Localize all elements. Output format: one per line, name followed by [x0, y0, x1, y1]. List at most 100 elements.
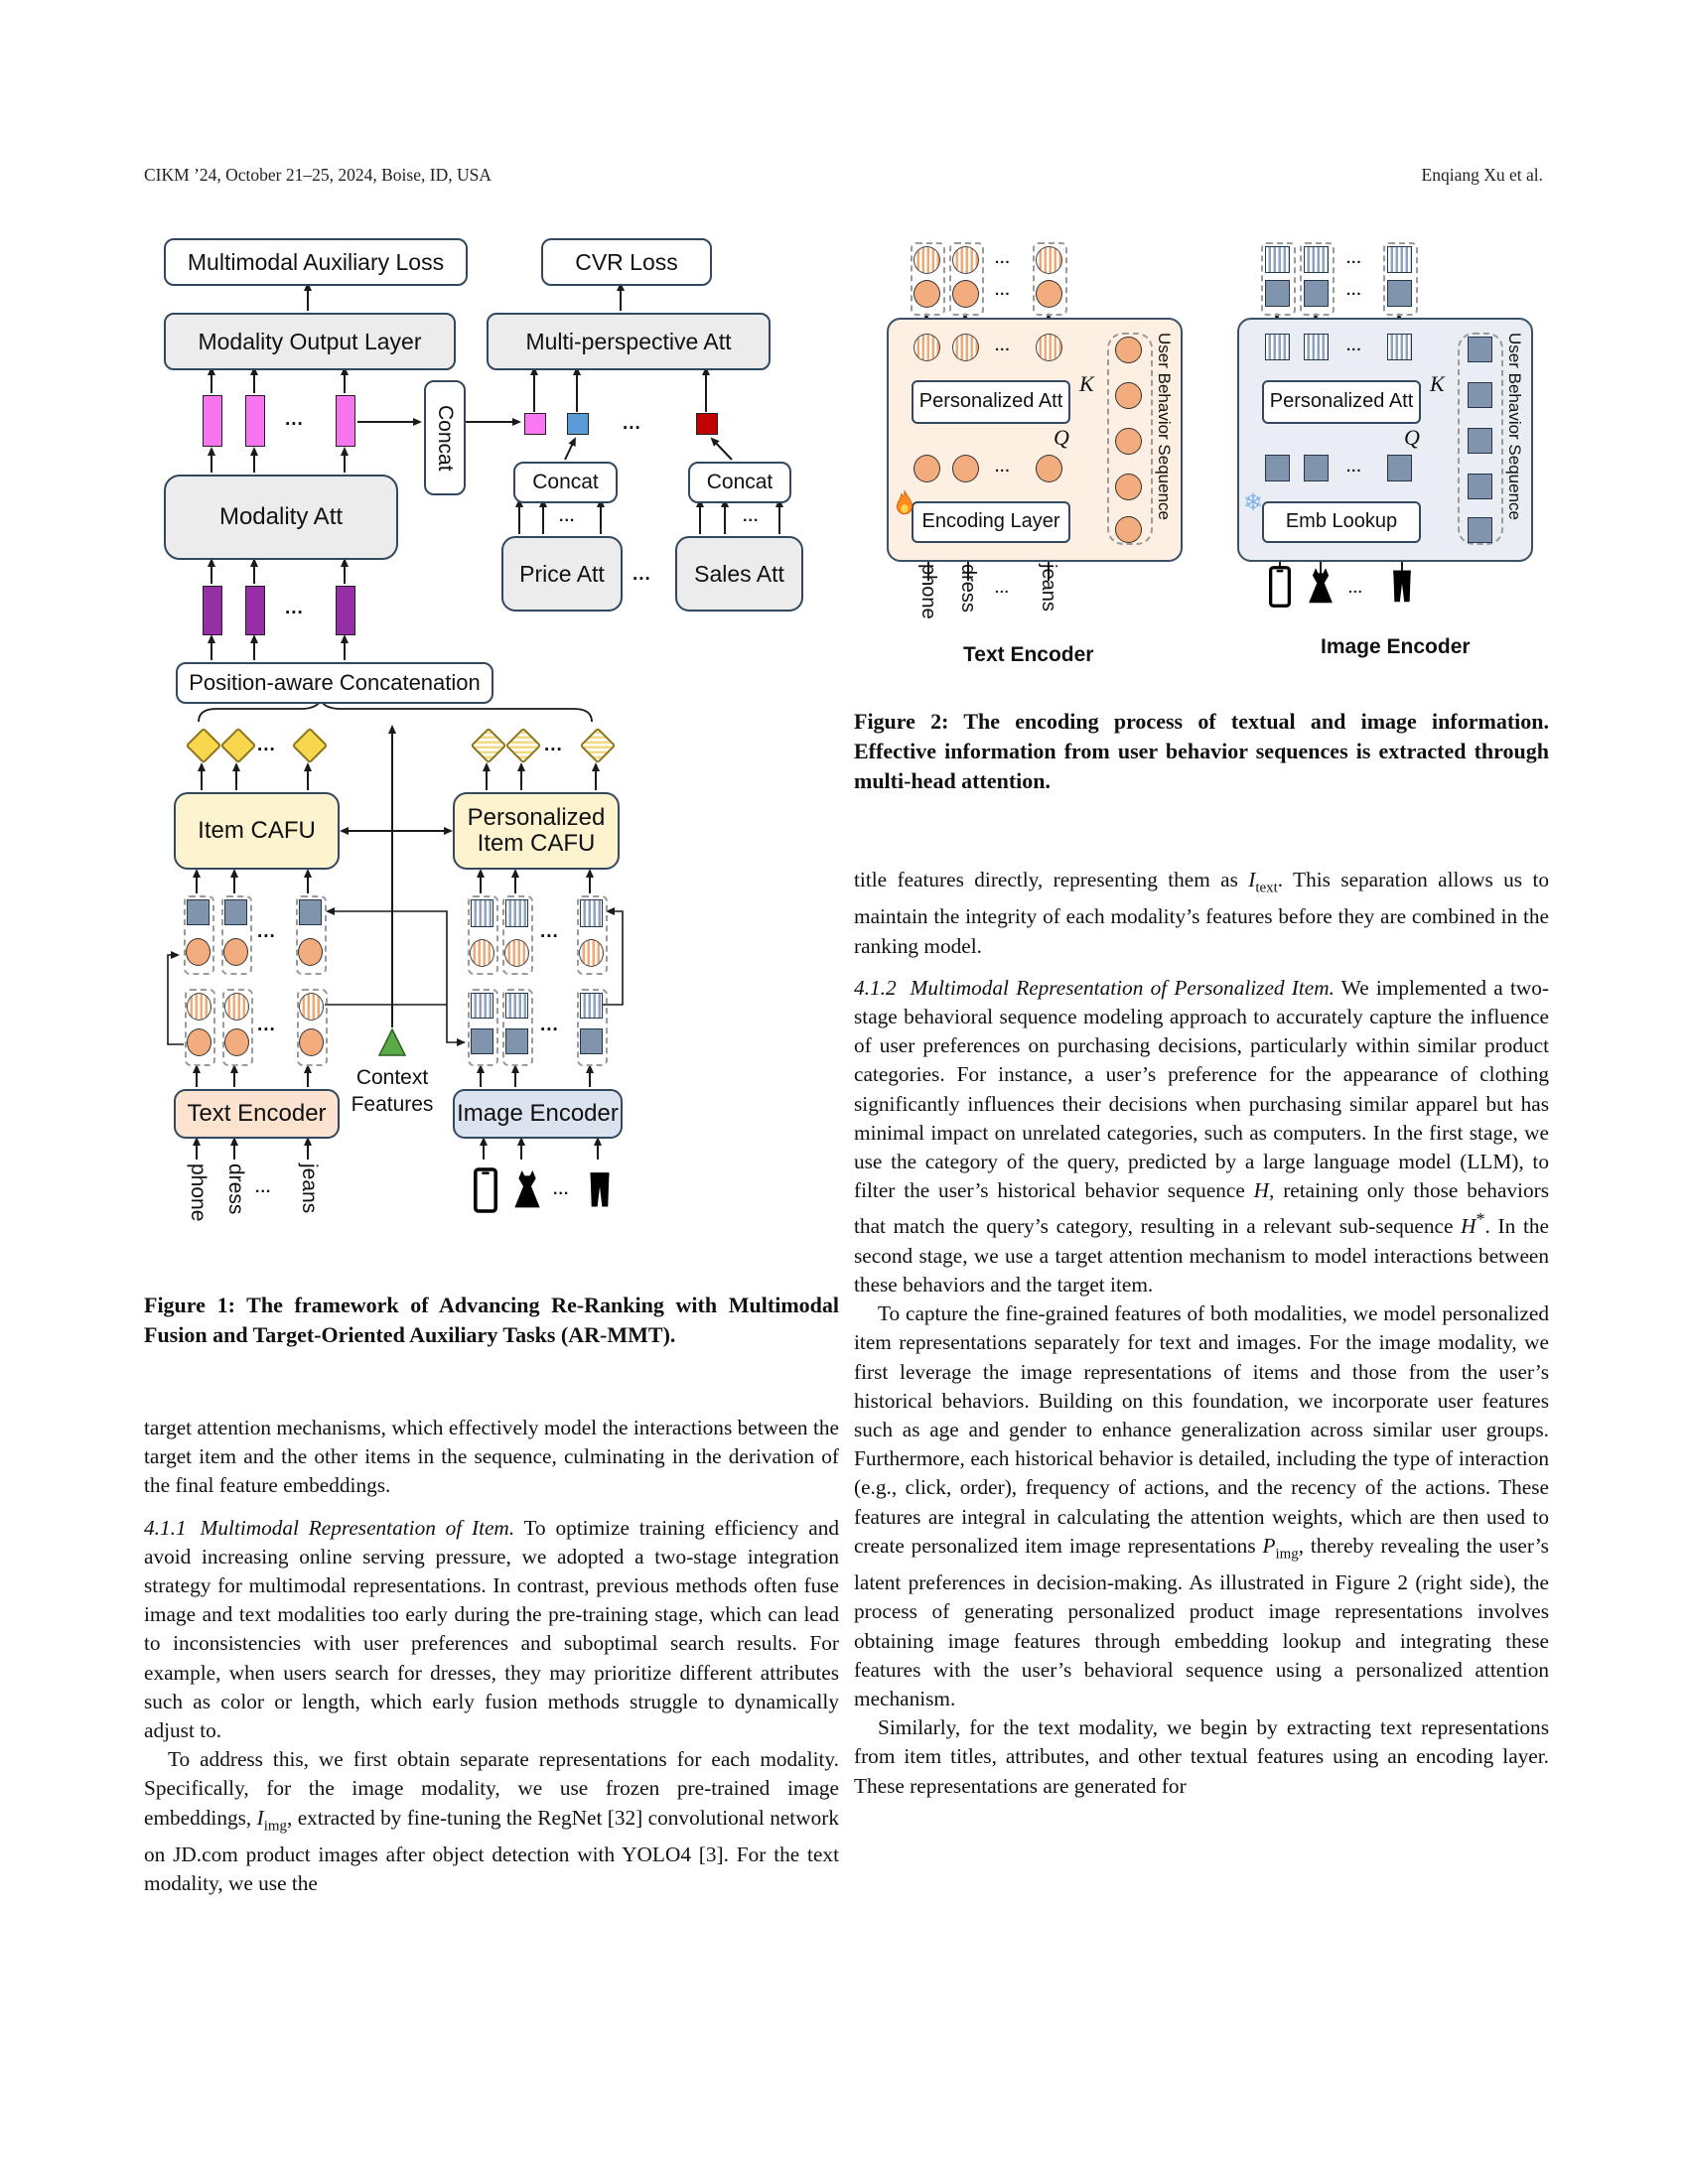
striped-circle — [504, 939, 529, 967]
math-var: H — [1461, 1214, 1477, 1239]
math-sub: text — [1255, 880, 1278, 896]
text-run: To address this, we first obtain separat… — [144, 1747, 839, 1830]
input-word-jeans: jeans — [1038, 564, 1059, 612]
box-emb-lookup: Emb Lookup — [1262, 501, 1421, 543]
purple-bar — [245, 586, 265, 635]
striped-circle — [952, 246, 979, 274]
output-pair-box — [911, 242, 945, 316]
ellipsis: ... — [633, 564, 651, 585]
box-encoding-layer: Encoding Layer — [912, 501, 1070, 543]
left-column-text: target attention mechanisms, which effec… — [144, 1414, 839, 1899]
ellipsis: ... — [257, 735, 276, 755]
ellipsis: ... — [995, 580, 1010, 596]
striped-square — [1265, 334, 1290, 360]
purple-bar — [203, 586, 222, 635]
jeans-icon — [1393, 570, 1411, 603]
dashed-pair-box — [577, 895, 608, 975]
striped-circle — [952, 334, 979, 361]
blue-gray-square — [1265, 455, 1290, 481]
blue-square — [567, 413, 589, 435]
orange-circle — [223, 938, 248, 966]
striped-circle — [1036, 334, 1062, 361]
striped-rect — [580, 899, 603, 927]
box-modality-att: Modality Att — [164, 475, 398, 560]
text-run: We implemented a two-stage behavioral se… — [854, 975, 1549, 1203]
output-pair-box — [1383, 242, 1418, 316]
input-word-dress: dress — [957, 564, 979, 613]
striped-circle — [579, 939, 604, 967]
blue-gray-square — [1387, 455, 1412, 481]
blue-gray-square — [1468, 517, 1492, 543]
figure2-caption: Figure 2: The encoding process of textua… — [854, 709, 1549, 793]
striped-rect — [505, 899, 528, 927]
striped-circle — [1036, 246, 1062, 274]
dashed-pair-box — [296, 895, 327, 975]
personalized-item-cafu-line2: Item CAFU — [477, 830, 596, 857]
striped-square — [1265, 246, 1290, 273]
box-personalized-att-image: Personalized Att — [1262, 380, 1421, 424]
striped-square — [1304, 246, 1329, 273]
orange-circle — [1115, 428, 1142, 455]
striped-circle — [470, 939, 494, 967]
orange-circle — [952, 280, 979, 308]
ellipsis: ... — [559, 508, 576, 525]
orange-circle — [187, 1028, 211, 1056]
text-run: To capture the fine-grained features of … — [854, 1301, 1549, 1558]
striped-square — [1304, 334, 1329, 360]
dashed-pair-box — [502, 895, 533, 975]
dress-icon — [514, 1170, 540, 1208]
dashed-pair-box — [468, 989, 498, 1066]
ellipsis: ... — [544, 735, 563, 755]
blue-gray-square — [1468, 382, 1492, 408]
subsection-title: Multimodal Representation of Personalize… — [910, 975, 1335, 1000]
math-var: I — [256, 1805, 264, 1830]
k-label: K — [1079, 371, 1094, 396]
blue-gray-square — [1468, 474, 1492, 499]
dashed-pair-box — [502, 989, 533, 1066]
right-column-text: title features directly, representing th… — [854, 866, 1549, 1801]
pink-bar — [203, 395, 222, 447]
dashed-pair-box — [185, 989, 215, 1066]
orange-circle — [186, 938, 211, 966]
box-price-att: Price Att — [501, 536, 623, 612]
ellipsis: ... — [257, 921, 276, 942]
dress-icon — [1309, 568, 1333, 604]
blue-gray-square — [1468, 337, 1492, 362]
purple-bar — [336, 586, 355, 635]
dashed-pair-box — [221, 895, 252, 975]
output-pair-box — [949, 242, 984, 316]
figure2-diagram: ... ... ... Personalized Att K Q ... Enc… — [854, 238, 1549, 675]
paragraph: To capture the fine-grained features of … — [854, 1299, 1549, 1713]
input-word-jeans: jeans — [298, 1163, 321, 1214]
striped-square — [505, 993, 528, 1019]
ellipsis: ... — [255, 1179, 272, 1196]
blue-gray-square — [187, 899, 210, 925]
orange-circle — [1036, 455, 1062, 482]
paragraph: target attention mechanisms, which effec… — [144, 1416, 839, 1498]
ellipsis: ... — [1346, 282, 1362, 299]
text-run: , retaining only those behaviors that ma… — [854, 1178, 1549, 1239]
snowflake-icon: ❄ — [1243, 489, 1264, 516]
box-concat-right: Concat — [688, 462, 791, 503]
behavior-sequence-box — [1458, 333, 1503, 545]
text-encoder-title: Text Encoder — [963, 643, 1094, 666]
orange-circle — [952, 455, 979, 482]
output-pair-box — [1033, 242, 1067, 316]
blue-gray-square — [471, 1028, 493, 1054]
striped-square — [1387, 334, 1412, 360]
striped-circle — [187, 993, 211, 1021]
output-pair-box — [1261, 242, 1296, 316]
context-label-line2: Features — [351, 1093, 434, 1116]
output-pair-box — [1300, 242, 1335, 316]
subsection-number: 4.1.2 — [854, 975, 897, 1000]
box-position-aware-concatenation: Position-aware Concatenation — [176, 662, 493, 704]
subsection-body: To optimize training efficiency and avoi… — [144, 1515, 839, 1743]
ellipsis: ... — [285, 409, 304, 430]
behavior-sequence-box — [1107, 333, 1153, 545]
orange-circle — [299, 1028, 324, 1056]
box-text-encoder: Text Encoder — [174, 1089, 340, 1139]
orange-circle — [1115, 337, 1142, 363]
orange-circle — [914, 455, 940, 482]
